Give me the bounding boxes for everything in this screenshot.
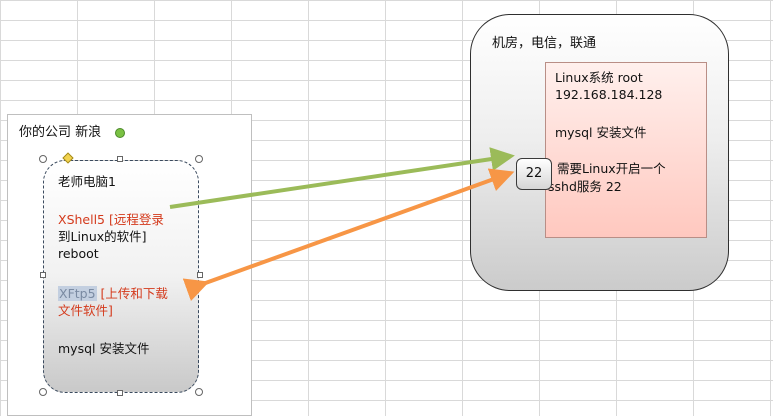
resize-handle-top-left[interactable]	[39, 155, 47, 163]
xshell-ssh-arrow	[169, 147, 515, 209]
xftp-transfer-arrow	[182, 168, 515, 302]
resize-handle-bottom-right[interactable]	[195, 388, 203, 396]
xshell-label-line1: XShell5 [远程登录	[58, 212, 164, 227]
server-os-label: Linux系统 root	[555, 70, 643, 85]
reboot-label: reboot	[58, 246, 99, 261]
company-title: 你的公司 新浪	[19, 125, 102, 140]
resize-handle-bottom-left[interactable]	[39, 388, 47, 396]
resize-handle-bottom[interactable]	[117, 390, 123, 396]
server-mysql-label: mysql 安装文件	[555, 125, 647, 140]
resize-handle-left[interactable]	[40, 272, 46, 278]
xftp-label-line1: XFtp5 [上传和下载	[58, 285, 168, 302]
teacher-mysql-label: mysql 安装文件	[58, 341, 150, 356]
teacher-computer-title: 老师电脑1	[58, 174, 116, 189]
xshell-label-line2: 到Linux的软件]	[58, 229, 147, 244]
resize-handle-top[interactable]	[117, 156, 123, 162]
xftp-name: XFtp5	[58, 286, 97, 301]
rotate-handle[interactable]	[115, 128, 125, 138]
server-sshd-line1: 需要Linux开启一个	[557, 161, 666, 176]
datacenter-title: 机房，电信，联通	[492, 36, 597, 51]
xftp-desc: [上传和下载	[96, 286, 168, 301]
server-ip-label: 192.168.184.128	[555, 87, 663, 102]
linux-server-panel[interactable]	[545, 62, 707, 238]
resize-handle-top-right[interactable]	[195, 155, 203, 163]
server-sshd-line2: sshd服务 22	[548, 179, 622, 194]
xftp-label-line2: 文件软件]	[58, 303, 113, 318]
port-22-box[interactable]: 22	[516, 158, 552, 190]
